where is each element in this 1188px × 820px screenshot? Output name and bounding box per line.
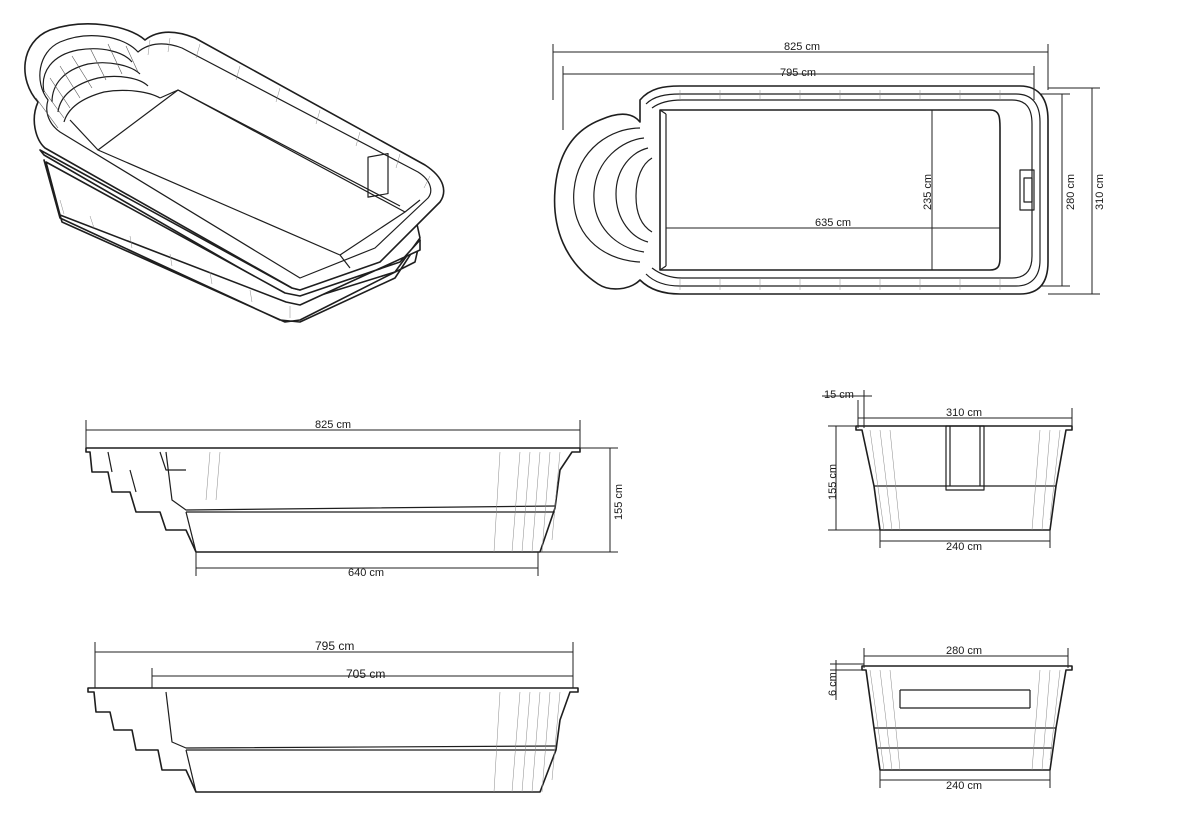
- side-view: 825 cm 155 cm 640 cm: [85, 419, 625, 579]
- isometric-view: [24, 23, 445, 323]
- section-main-length-label: 705 cm: [346, 667, 385, 681]
- plan-inner-width-label: 280 cm: [1065, 174, 1077, 210]
- side-depth-label: 155 cm: [613, 484, 625, 520]
- section-shell: [87, 687, 579, 793]
- end-section-view: 280 cm 6 cm 240 cm: [827, 645, 1073, 792]
- end-section-rim-label: 6 cm: [827, 672, 839, 696]
- plan-overall-length-label: 825 cm: [784, 41, 820, 53]
- side-bottom-length-label: 640 cm: [348, 567, 384, 579]
- end-bottom-width-label: 240 cm: [946, 541, 982, 553]
- end-section-bottom-width-label: 240 cm: [946, 780, 982, 792]
- end-top-width-label: 310 cm: [946, 407, 982, 419]
- end-section-shell: [861, 665, 1073, 771]
- plan-view: 825 cm 795 cm 635 cm 235 cm 280 cm 310 c…: [552, 41, 1106, 295]
- plan-overall-width-label: 310 cm: [1094, 174, 1106, 210]
- end-section-top-width-label: 280 cm: [946, 645, 982, 657]
- end-rim-label: 15 cm: [824, 389, 854, 401]
- plan-pool-floor: [659, 109, 1001, 271]
- side-overall-length-label: 825 cm: [315, 419, 351, 431]
- plan-floor-width-label: 235 cm: [922, 174, 934, 210]
- side-shell: [85, 447, 581, 553]
- plan-floor-length-label: 635 cm: [815, 217, 851, 229]
- section-inner-length-label: 795 cm: [315, 639, 354, 653]
- plan-inner-length-label: 795 cm: [780, 67, 816, 79]
- long-section-view: 795 cm 705 cm: [87, 639, 579, 793]
- end-depth-label: 155 cm: [827, 464, 839, 500]
- end-view: 310 cm 15 cm 155 cm 240 cm: [822, 389, 1073, 553]
- end-shell: [855, 425, 1073, 531]
